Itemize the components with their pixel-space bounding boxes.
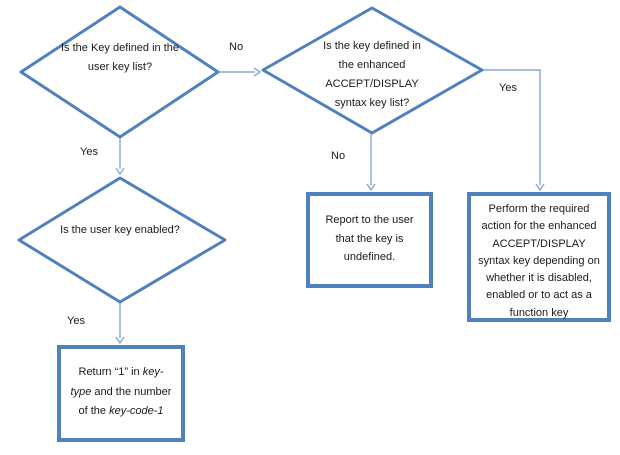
decision-enhanced-key-defined: [261, 6, 484, 135]
decision-enhanced-key-defined-label: Is the key defined in the enhanced ACCEP…: [323, 40, 421, 109]
arrowhead-down-icon: [535, 183, 545, 192]
arrowhead-down-icon: [366, 183, 376, 192]
arrowhead-right-icon: [253, 67, 262, 77]
return-text-segment: and the number of the: [78, 385, 172, 418]
process-return-key-type-label: Return “1” in key-type and the number of…: [61, 349, 181, 422]
arrowhead-down-icon: [115, 336, 125, 345]
process-report-undefined: Report to the user that the key is undef…: [306, 192, 433, 288]
return-text-segment: Return “1” in: [78, 366, 143, 378]
decision-user-key-defined: [19, 5, 220, 139]
return-text-key-type-italic: key-type: [70, 366, 164, 398]
edge-label-yes-bottom: Yes: [67, 315, 85, 327]
edge-label-no-top: No: [229, 41, 244, 53]
edge-label-no-middle: No: [331, 150, 346, 162]
edge-label-yes-left: Yes: [80, 146, 98, 158]
process-perform-action: Perform the required action for the enha…: [467, 192, 611, 322]
decision-user-key-enabled: [17, 176, 227, 304]
process-perform-action-label: Perform the required action for the enha…: [478, 203, 600, 319]
process-return-key-type: Return “1” in key-type and the number of…: [57, 345, 185, 442]
edge-label-yes-right: Yes: [499, 82, 517, 94]
edge-yes-to-perform: [482, 69, 541, 185]
return-text-key-code-italic: key-code-1: [109, 405, 164, 417]
decision-user-key-defined-label: Is the Key defined in the user key list?: [60, 42, 180, 73]
decision-user-key-enabled-label: Is the user key enabled?: [60, 224, 180, 236]
process-report-undefined-label: Report to the user that the key is undef…: [325, 214, 414, 263]
arrowhead-down-icon: [115, 167, 125, 176]
